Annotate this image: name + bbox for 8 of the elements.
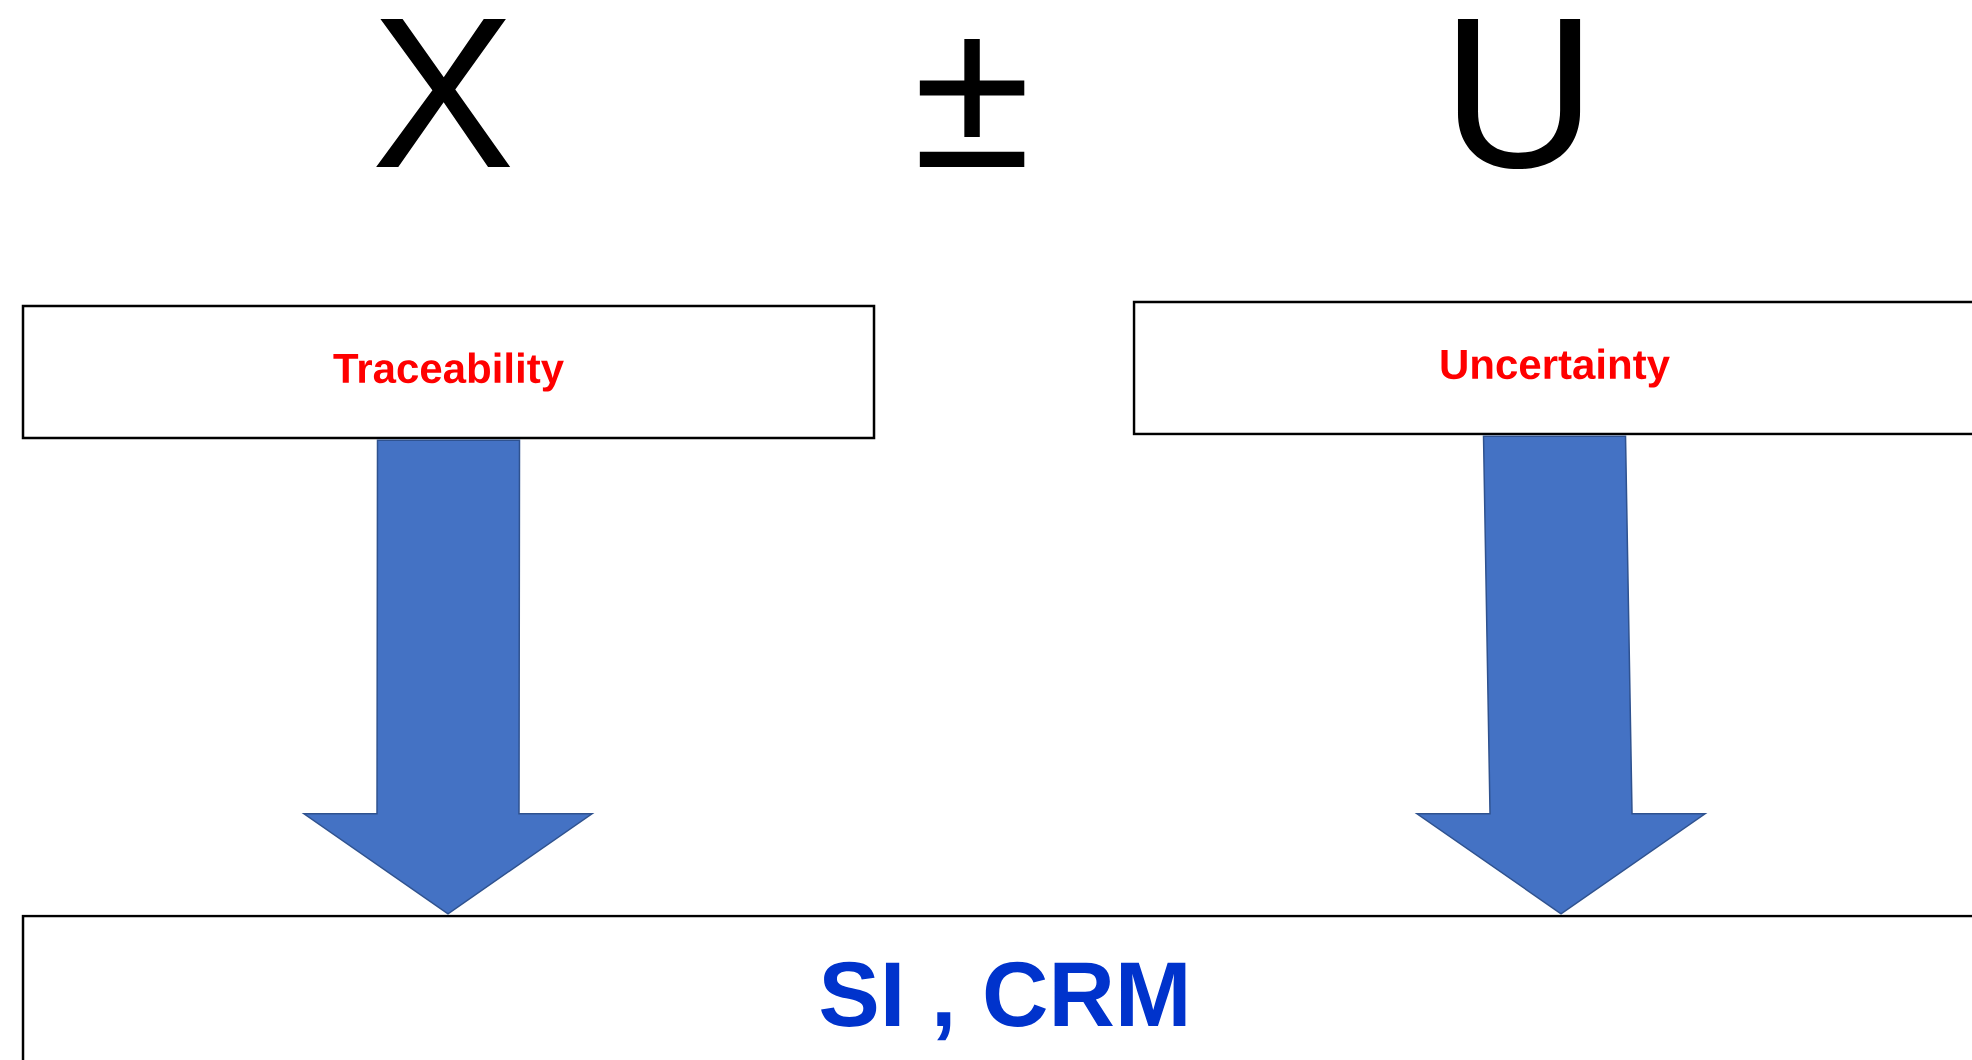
symbol-text: X: [376, 19, 511, 167]
text-box: SI , CRM: [21, 914, 1972, 1060]
text-box: Traceability: [21, 304, 876, 440]
symbol-text: U: [1458, 19, 1581, 170]
block-arrow: [301, 439, 595, 915]
block-arrow: [1414, 435, 1708, 915]
text-box: Uncertainty: [1132, 300, 1972, 436]
symbol-text: ±: [919, 39, 1025, 167]
